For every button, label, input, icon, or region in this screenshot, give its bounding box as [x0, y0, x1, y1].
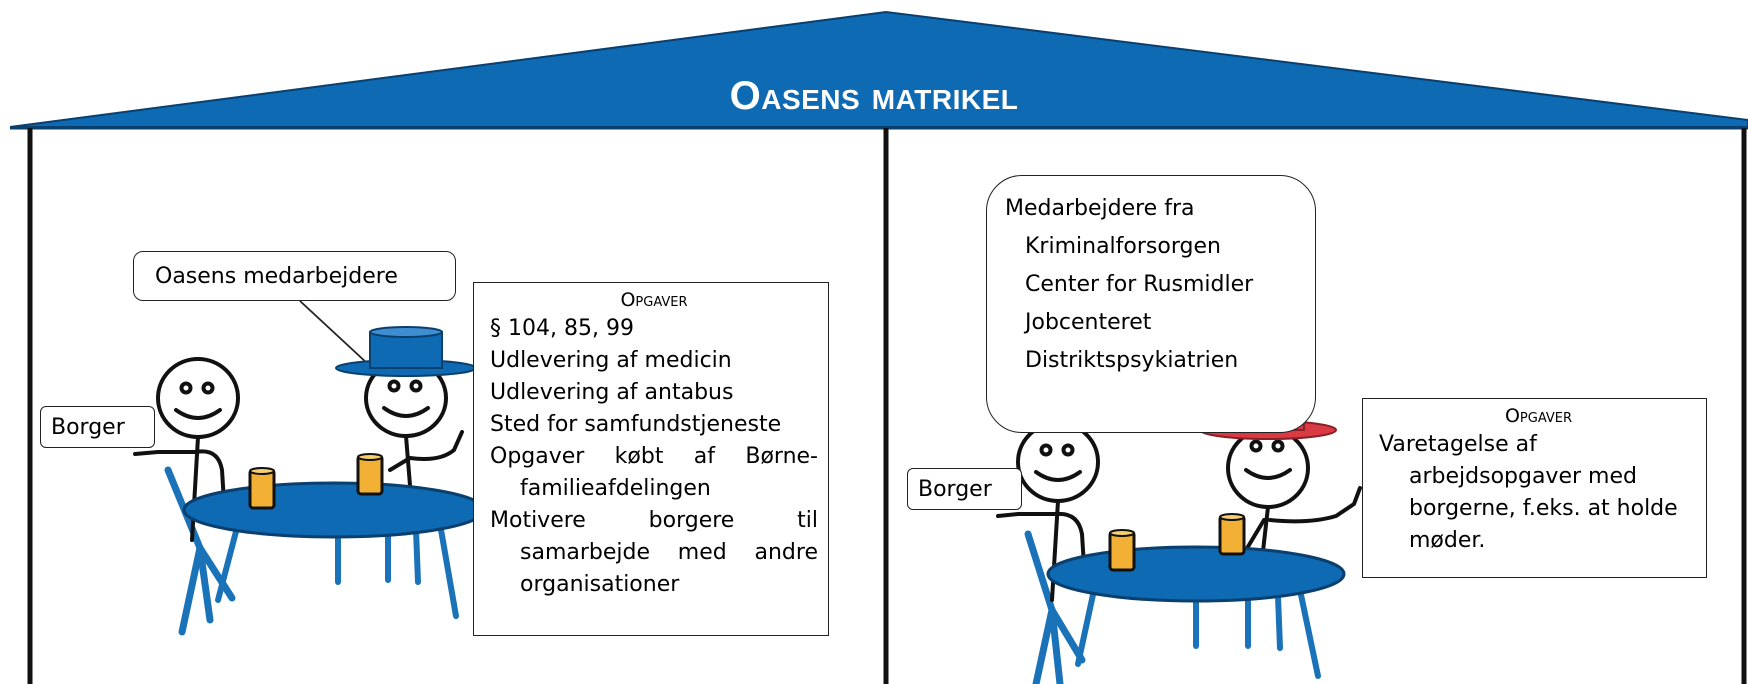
left-task-item: § 104, 85, 99: [490, 316, 634, 341]
page-title: Oasens matrikel: [729, 74, 1019, 118]
right-citizen-label: Borger: [907, 468, 1022, 510]
left-staff-bubble: Oasens medarbejdere: [133, 251, 456, 301]
left-citizen-label-text: Borger: [51, 415, 125, 440]
left-staff-bubble-text: Oasens medarbejdere: [155, 264, 398, 289]
left-task-item-continuation: familieafdelingen: [520, 476, 711, 501]
right-task-line: borgerne, f.eks. at holde: [1409, 496, 1678, 521]
right-staff-bubble-item: Distriktspsykiatrien: [1025, 348, 1239, 373]
right-tasks-box: Opgaver Varetagelse af arbejdsopgaver me…: [1362, 398, 1707, 578]
left-cup-1: [248, 467, 276, 510]
right-staff-bubble: Medarbejdere fra Kriminalforsorgen Cente…: [986, 175, 1316, 433]
left-citizen-figure: [133, 357, 240, 542]
right-staff-bubble-item: Center for Rusmidler: [1025, 272, 1254, 297]
right-tasks-heading: Opgaver: [1504, 405, 1573, 427]
right-task-line: Varetagelse af: [1379, 432, 1537, 457]
right-staff-bubble-heading: Medarbejdere fra: [1005, 196, 1195, 221]
left-task-item: Udlevering af antabus: [490, 380, 734, 405]
left-staff-hat: [335, 326, 477, 377]
left-task-item: Motivere borgere til: [490, 508, 818, 533]
right-staff-bubble-item: Kriminalforsorgen: [1025, 234, 1221, 259]
left-task-item: Opgaver købt af Børne-: [490, 444, 818, 469]
left-task-item: Sted for samfundstjeneste: [490, 412, 782, 437]
right-staff-bubble-item: Jobcenteret: [1025, 310, 1152, 335]
left-cup-2: [356, 453, 384, 496]
left-tasks-heading: Opgaver: [620, 289, 688, 311]
right-cup-1: [1108, 529, 1136, 572]
right-staff-figure: [1226, 427, 1362, 562]
right-task-line: møder.: [1409, 528, 1486, 553]
right-cup-2: [1218, 513, 1246, 556]
right-table: [1046, 545, 1346, 679]
right-citizen-label-text: Borger: [918, 477, 992, 502]
left-chair: [164, 466, 236, 636]
right-task-line: arbejdsopgaver med: [1409, 464, 1637, 489]
right-chair: [1024, 530, 1086, 684]
left-tasks-box: Opgaver § 104, 85, 99 Udlevering af medi…: [473, 282, 829, 636]
left-citizen-label: Borger: [40, 406, 155, 448]
left-bubble-pointer: [299, 300, 369, 365]
left-task-item-continuation: organisationer: [520, 572, 680, 597]
left-task-item: Udlevering af medicin: [490, 348, 732, 373]
left-task-item-continuation: samarbejde med andre: [520, 540, 818, 565]
